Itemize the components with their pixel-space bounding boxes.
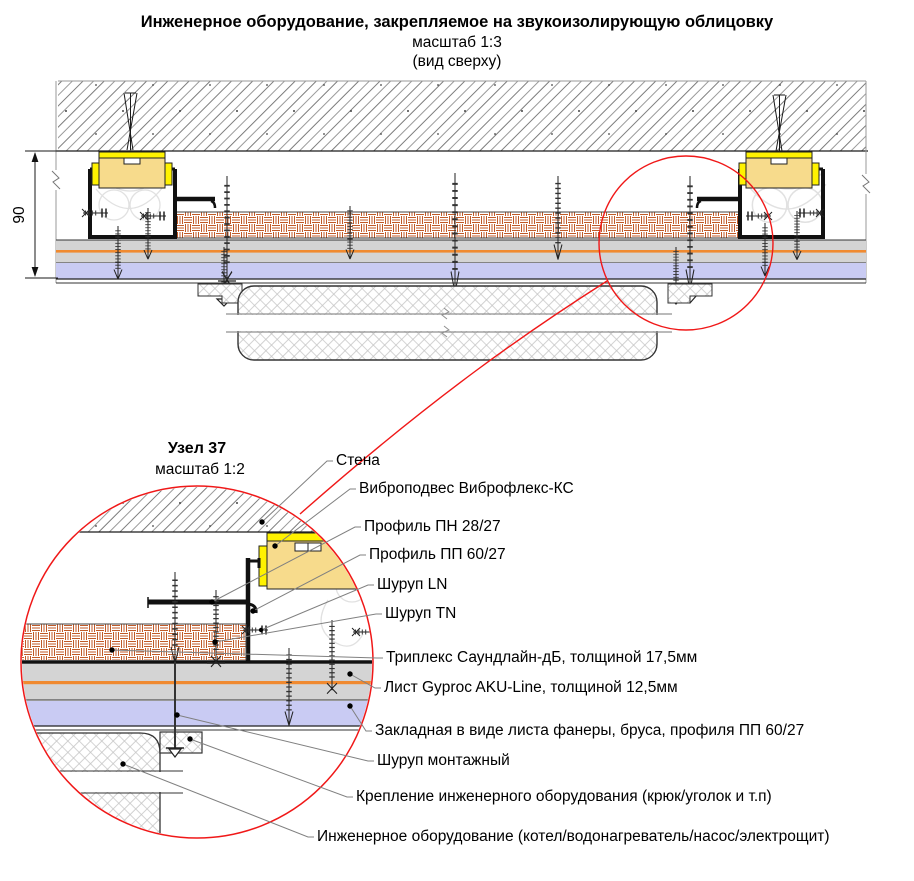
detail-profiles	[22, 558, 372, 664]
leader-wall	[261, 460, 333, 523]
break-mark-icon	[441, 325, 450, 338]
leader-profile-pp	[252, 554, 366, 612]
detail-view: Узел 37 масштаб 1:2 Ст	[20, 440, 830, 845]
callout-wall: Стена	[336, 452, 380, 469]
detail-layers	[22, 623, 372, 731]
leader-profile-pn	[211, 526, 361, 603]
equipment-assembly	[197, 283, 713, 361]
wall-dots	[22, 487, 372, 532]
callout-gyproc: Лист Gyproc AKU-Line, толщиной 12,5мм	[384, 679, 678, 696]
detail-callout-circle	[598, 155, 774, 331]
break-mark-icon	[49, 169, 63, 191]
header: Инженерное оборудование, закрепляемое на…	[141, 13, 774, 70]
leader-vibro-hanger	[274, 488, 356, 547]
scale-note: масштаб 1:3	[412, 34, 502, 51]
embed-layer	[56, 263, 866, 279]
page-title: Инженерное оборудование, закрепляемое на…	[141, 13, 774, 31]
ln-screw-icon	[352, 628, 378, 637]
callout-screw-ln: Шуруп LN	[377, 576, 448, 593]
mount-top-strip	[745, 151, 813, 159]
screw-icon	[171, 572, 179, 664]
callout-screw-tn: Шуруп TN	[385, 605, 456, 622]
detail-scale: масштаб 1:2	[155, 461, 245, 478]
callout-screw-mount: Шуруп монтажный	[377, 752, 510, 769]
leader-screw-mount	[176, 714, 374, 762]
ln-screw-icon	[798, 209, 824, 218]
embed-layer	[22, 701, 372, 726]
anchor-icon	[123, 92, 138, 151]
callout-equip-fastening: Крепление инженерного оборудования (крюк…	[356, 788, 772, 805]
detail-leader-curve	[299, 280, 608, 515]
dimension-value: 90	[11, 206, 28, 224]
break-mark-icon	[859, 173, 873, 195]
left-vibro-mount	[82, 92, 217, 239]
detail-screws	[166, 572, 378, 758]
membrane-line	[56, 250, 866, 253]
callout-embed: Закладная в виде листа фанеры, бруса, пр…	[375, 722, 804, 739]
leader-equip-fastening	[189, 738, 353, 798]
triplex-layer	[177, 212, 739, 238]
callout-profile-pn: Профиль ПН 28/27	[364, 518, 501, 535]
leader-equipment	[122, 763, 314, 838]
membrane-line	[22, 681, 372, 685]
mount-top-strip	[98, 151, 166, 159]
detail-circle	[20, 485, 374, 839]
ln-screw-icon	[140, 212, 166, 221]
right-bracket	[667, 283, 713, 304]
callout-equipment: Инженерное оборудование (котел/водонагре…	[317, 828, 830, 845]
wall-section	[56, 80, 868, 152]
detail-vibro-mount	[258, 532, 372, 590]
anchor-icon	[772, 94, 787, 152]
callout-vibro-hanger: Виброподвес Виброфлекс-КС	[359, 480, 574, 497]
leader-gyproc	[349, 673, 381, 689]
right-vibro-mount	[695, 94, 825, 239]
view-note: (вид сверху)	[413, 53, 502, 70]
main-section-view: 90	[11, 80, 873, 361]
break-mark-icon	[441, 307, 450, 320]
callout-dots	[109, 519, 353, 767]
leader-embed	[349, 705, 372, 732]
callout-leaders	[111, 460, 383, 838]
cladding-layers	[56, 211, 866, 284]
callout-labels: Стена Виброподвес Виброфлекс-КС Профиль …	[317, 452, 830, 845]
leader-triplex	[111, 649, 383, 659]
dimension-90: 90	[11, 150, 58, 279]
spring-decoration-icon	[320, 599, 364, 647]
leader-screw-ln	[260, 584, 374, 631]
detail-title: Узел 37	[168, 440, 226, 457]
leader-screw-tn	[214, 613, 382, 643]
wall-dots	[58, 81, 866, 151]
callout-triplex: Триплекс Саундлайн-дБ, толщиной 17,5мм	[386, 649, 697, 666]
left-bracket	[197, 283, 243, 304]
triplex-layer	[22, 624, 246, 660]
callout-profile-pp: Профиль ПП 60/27	[369, 546, 506, 563]
